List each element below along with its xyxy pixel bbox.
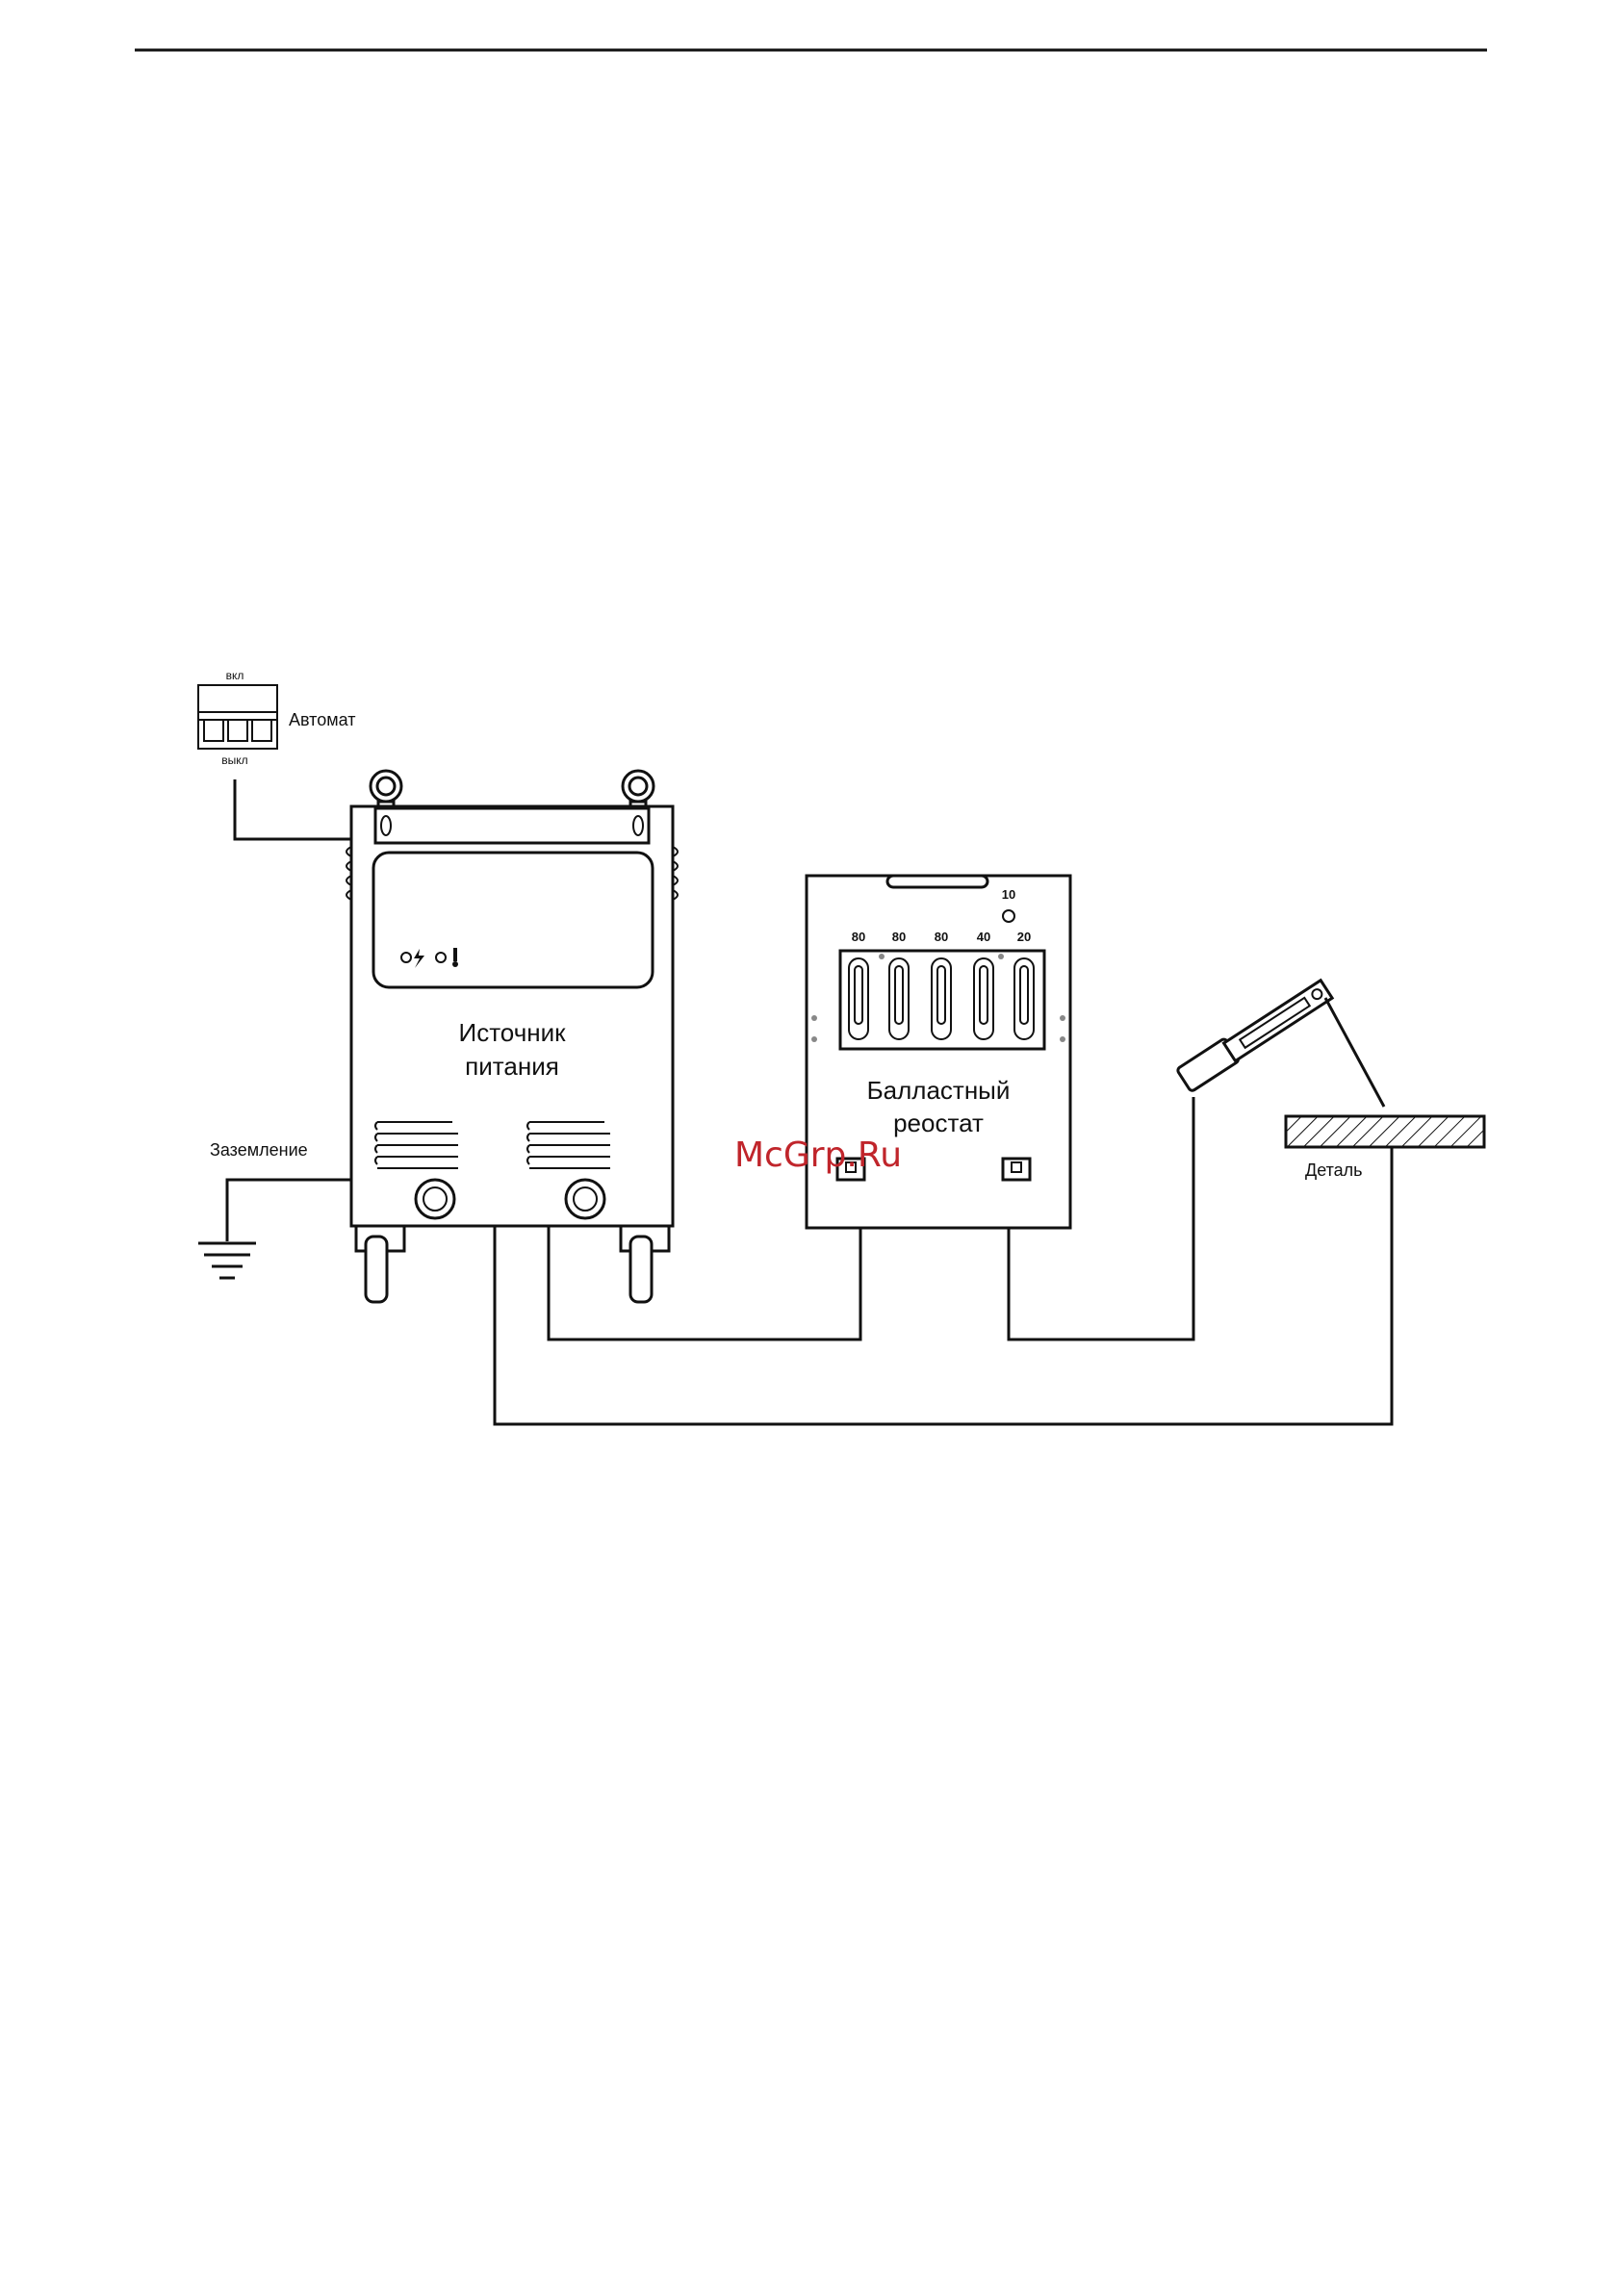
power-source: Источник питания [346, 771, 678, 1302]
rheostat-label-line1: Балластный [867, 1076, 1011, 1105]
rheostat-switch-value-5: 20 [1017, 930, 1031, 944]
rheostat-switch-value-1: 80 [852, 930, 865, 944]
ground-label: Заземление [210, 1140, 308, 1160]
workpiece-label: Деталь [1305, 1161, 1363, 1180]
breaker-on-label: вкл [226, 669, 244, 682]
breaker-label: Автомат [289, 710, 355, 729]
ballast-rheostat: 10 80 80 80 40 20 Балластный реостат [807, 876, 1070, 1228]
rheostat-switch-value-4: 40 [977, 930, 990, 944]
circuit-breaker: вкл выкл Автомат [198, 669, 355, 767]
power-source-label-line1: Источник [459, 1018, 567, 1047]
wire-source-to-rheostat [549, 1226, 860, 1339]
rheostat-extra-value: 10 [1002, 887, 1015, 902]
watermark: McGrp.Ru [734, 1135, 902, 1175]
electrode-holder [1176, 977, 1384, 1107]
thermal-indicator-icon [453, 948, 457, 961]
rheostat-label-line2: реостат [893, 1109, 984, 1137]
workpiece: Деталь [1286, 1116, 1484, 1180]
breaker-wire [235, 779, 351, 839]
rheostat-switch-value-2: 80 [892, 930, 906, 944]
rheostat-switch-value-3: 80 [935, 930, 948, 944]
breaker-off-label: выкл [221, 753, 247, 767]
ground: Заземление [198, 1140, 351, 1278]
power-source-label-line2: питания [465, 1052, 559, 1081]
